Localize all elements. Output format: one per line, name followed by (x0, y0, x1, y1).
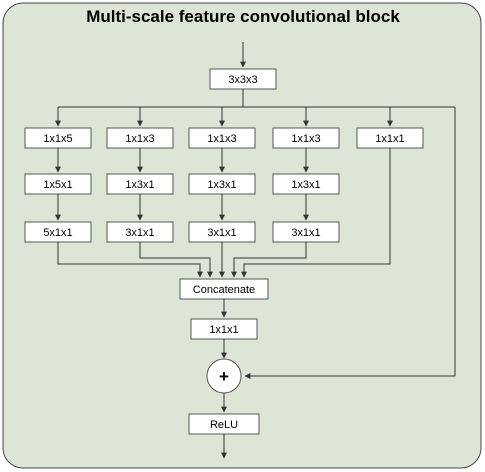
b2-conv1-label: 1x1x3 (125, 133, 154, 145)
b5-conv1-label: 1x1x1 (375, 133, 404, 145)
b4-conv3-label: 3x1x1 (291, 227, 320, 239)
relu-label: ReLU (210, 419, 238, 431)
b1-to-concat (57, 242, 203, 278)
b3-conv3-label: 3x1x1 (207, 227, 236, 239)
b2-conv3-label: 3x1x1 (125, 227, 154, 239)
post-conv-label: 1x1x1 (209, 324, 238, 336)
residual-connection (244, 107, 456, 379)
diagram-title: Multi-scale feature convolutional block (86, 7, 400, 26)
b4-conv1-label: 1x1x3 (291, 133, 320, 145)
b2-to-concat (139, 242, 213, 278)
b2-conv2-label: 1x3x1 (125, 179, 154, 191)
b1-conv3-label: 5x1x1 (43, 227, 72, 239)
concatenate-label: Concatenate (193, 284, 255, 296)
b4-to-concat (231, 242, 307, 278)
b3-conv1-label: 1x1x3 (207, 133, 236, 145)
b1-conv2-label: 1x5x1 (43, 179, 72, 191)
add-symbol: + (219, 367, 229, 386)
b3-conv2-label: 1x3x1 (207, 179, 236, 191)
b5-to-concat (241, 148, 391, 278)
b1-conv1-label: 1x1x5 (43, 133, 72, 145)
b4-conv2-label: 1x3x1 (291, 179, 320, 191)
conv-3x3x3-label: 3x3x3 (228, 74, 257, 86)
